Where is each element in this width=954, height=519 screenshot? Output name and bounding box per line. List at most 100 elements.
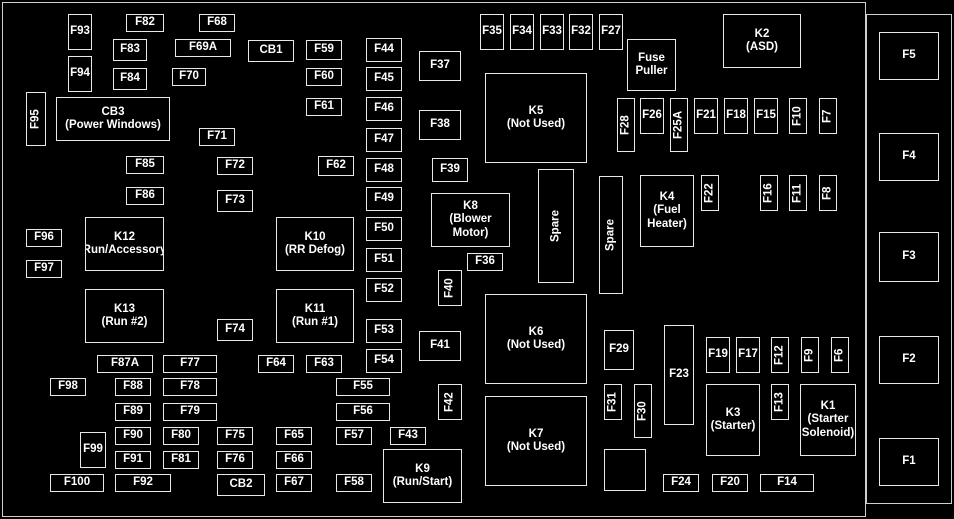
fuse-f67: F67: [276, 474, 312, 492]
fuse-f30: F30: [634, 384, 652, 438]
fuse-f65: F65: [276, 427, 312, 445]
fuse-f80: F80: [163, 427, 199, 445]
fuse-f5: F5: [879, 32, 939, 80]
fuse-f37: F37: [419, 51, 461, 81]
fuse-f96: F96: [26, 229, 62, 247]
fuse-f22: F22: [701, 175, 719, 211]
fuse-f75: F75: [217, 427, 253, 445]
fuse-f40: F40: [438, 270, 462, 306]
fuse-f39: F39: [432, 158, 468, 182]
breaker-cb3: CB3 (Power Windows): [56, 97, 170, 141]
fuse-f43: F43: [390, 427, 426, 445]
fuse-f76: F76: [217, 451, 253, 469]
fuse-f42: F42: [438, 384, 462, 420]
fuse-f41: F41: [419, 331, 461, 361]
fuse-f74: F74: [217, 319, 253, 341]
fuse-f28: F28: [617, 98, 635, 152]
breaker-cb2: CB2: [217, 474, 265, 496]
fuse-f25a: F25A: [670, 98, 688, 152]
relay-k10: K10 (RR Defog): [276, 217, 354, 271]
fuse-f86: F86: [126, 187, 164, 205]
fuse-f92: F92: [115, 474, 171, 492]
fuse-f77: F77: [163, 355, 217, 373]
relay-k8: K8 (Blower Motor): [431, 193, 510, 247]
fuse-f72: F72: [217, 157, 253, 175]
fuse-f89: F89: [115, 403, 151, 421]
fuse-f51: F51: [366, 248, 402, 272]
fuse-f12: F12: [771, 337, 789, 373]
fuse-f15: F15: [754, 98, 778, 134]
fuse-f24: F24: [663, 474, 699, 492]
fuse-f14: F14: [760, 474, 814, 492]
relay-k4: K4 (Fuel Heater): [640, 175, 694, 247]
fuse-f29: F29: [604, 330, 634, 370]
relay-k7: K7 (Not Used): [485, 396, 587, 486]
fuse-f16: F16: [760, 175, 778, 211]
fuse-f21: F21: [694, 98, 718, 134]
fuse-f59: F59: [306, 40, 342, 60]
relay-k11: K11 (Run #1): [276, 289, 354, 343]
relay-k3: K3 (Starter): [706, 384, 760, 456]
fuse-f85: F85: [126, 156, 164, 174]
fuse-f70: F70: [172, 68, 206, 86]
fuse-f53: F53: [366, 319, 402, 343]
fuse-f63: F63: [306, 355, 342, 373]
fuse-blank1: [604, 449, 646, 491]
fuse-f64: F64: [258, 355, 294, 373]
fuse-f23: F23: [664, 325, 694, 425]
fuse-f61: F61: [306, 98, 342, 116]
fuse-f47: F47: [366, 128, 402, 152]
fuse-f46: F46: [366, 97, 402, 121]
relay-k9: K9 (Run/Start): [383, 449, 462, 503]
fuse-f44: F44: [366, 38, 402, 62]
fuse-f8: F8: [819, 175, 837, 211]
fuse-f90: F90: [115, 427, 151, 445]
fuse-f2: F2: [879, 336, 939, 384]
fuse-f93: F93: [68, 14, 92, 50]
fuse-f50: F50: [366, 217, 402, 241]
fuse-f78: F78: [163, 378, 217, 396]
fuse-f36: F36: [467, 253, 503, 271]
fuse-f33: F33: [540, 14, 564, 50]
fuse-f71: F71: [199, 128, 235, 146]
fuse-f17: F17: [736, 337, 760, 373]
fuse-f35: F35: [480, 14, 504, 50]
fuse-f18: F18: [724, 98, 748, 134]
fuse-f99: F99: [80, 432, 106, 468]
spare-spare1: Spare: [538, 169, 574, 283]
fuse-f54: F54: [366, 349, 402, 373]
fuse-f45: F45: [366, 67, 402, 91]
fuse-f79: F79: [163, 403, 217, 421]
fuse-f84: F84: [113, 68, 147, 90]
breaker-cb1: CB1: [248, 40, 294, 62]
fuse-f97: F97: [26, 260, 62, 278]
fuse-f20: F20: [712, 474, 748, 492]
fuse-f57: F57: [336, 427, 372, 445]
fuse-f6: F6: [831, 337, 849, 373]
fuse-f26: F26: [640, 98, 664, 134]
fuse-f1: F1: [879, 438, 939, 486]
fuse-f58: F58: [336, 474, 372, 492]
fuse-f13: F13: [771, 384, 789, 420]
fuse-f27: F27: [599, 14, 623, 50]
fuse-f94: F94: [68, 56, 92, 92]
fuse-f49: F49: [366, 187, 402, 211]
fuse-f73: F73: [217, 190, 253, 212]
fuse-f82: F82: [126, 14, 164, 32]
relay-k12: K12 (Run/Accessory): [85, 217, 164, 271]
fuse-f19: F19: [706, 337, 730, 373]
fuse-fusepuller: Fuse Puller: [627, 39, 676, 91]
fuse-f95: F95: [26, 92, 46, 146]
relay-k13: K13 (Run #2): [85, 289, 164, 343]
fuse-f34: F34: [510, 14, 534, 50]
fuse-f56: F56: [336, 403, 390, 421]
relay-k2: K2 (ASD): [723, 14, 801, 68]
fuse-f100: F100: [50, 474, 104, 492]
fuse-f32: F32: [569, 14, 593, 50]
fuse-f4: F4: [879, 133, 939, 181]
fuse-f98: F98: [50, 378, 86, 396]
fuse-f60: F60: [306, 68, 342, 86]
fuse-f38: F38: [419, 110, 461, 140]
relay-k1: K1 (Starter Solenoid): [800, 384, 856, 456]
